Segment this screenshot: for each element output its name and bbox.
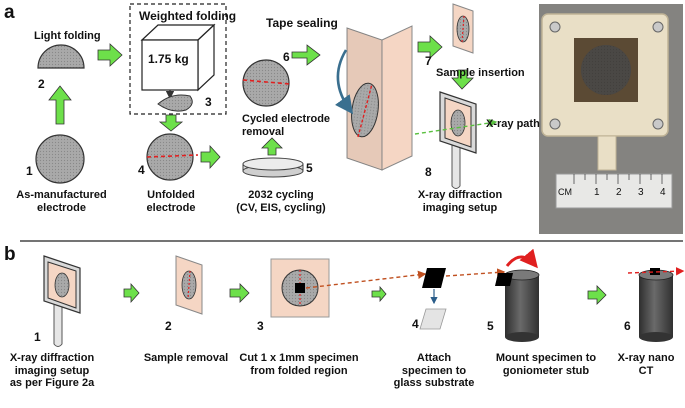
ruler-tick-4: 4 [660, 187, 666, 198]
light-folded-electrode [37, 44, 85, 69]
step-7-number: 7 [425, 54, 432, 68]
b-step-1-number: 1 [34, 330, 41, 344]
fold-line [242, 79, 291, 85]
panel-label-a: a [4, 2, 15, 23]
green-arrow-up [261, 137, 283, 156]
green-arrow-right [417, 35, 443, 59]
xrd-setup-holder [43, 255, 81, 347]
b-step-2-number: 2 [165, 319, 172, 333]
coin-cell-2032 [242, 157, 304, 178]
glass-substrate [419, 308, 447, 330]
sample-insertion-label: Sample insertion [436, 67, 525, 79]
step-4-number: 4 [138, 163, 145, 177]
step-1-number: 1 [26, 164, 33, 178]
green-arrow-right [200, 144, 221, 170]
folded-electrode-wedge [157, 94, 193, 112]
nano-ct-stub [638, 268, 674, 342]
cycled-electrode [242, 59, 290, 107]
ruler-unit: CM [558, 187, 572, 197]
specimen-transfer-path [445, 268, 506, 277]
ruler-tick-1: 1 [594, 187, 600, 198]
fold-arrow [334, 49, 354, 115]
specimen-transfer-path [305, 270, 427, 289]
step-5-caption: 2032 cycling(CV, EIS, cycling) [236, 189, 326, 214]
specimen-square [422, 268, 446, 288]
step-8-number: 8 [425, 165, 432, 179]
green-arrow-right [229, 283, 250, 303]
goniometer-stub [495, 248, 540, 342]
as-manufactured-electrode [35, 134, 85, 184]
green-arrow-right [123, 282, 140, 304]
xray-beam [627, 267, 685, 276]
b-step-6-number: 6 [624, 319, 631, 333]
b-step-2-caption: Sample removal [143, 352, 229, 364]
xray-path-label: X-ray path [486, 118, 540, 130]
b-step-3-number: 3 [257, 319, 264, 333]
green-arrow-down [158, 114, 184, 132]
removed-sample-sheet [175, 255, 203, 315]
weighted-folding-title: Weighted folding [139, 9, 237, 23]
green-arrow-right [371, 285, 387, 303]
b-step-4-number: 4 [412, 317, 419, 331]
xrd-sample-holder [439, 91, 477, 189]
step-2-number: 2 [38, 77, 45, 91]
fold-line [146, 154, 199, 158]
unfolded-electrode [146, 133, 194, 181]
green-arrow-right [587, 285, 607, 305]
tape-sealing-title: Tape sealing [266, 16, 338, 30]
green-arrow-down [451, 69, 474, 90]
weighted-folding-box [129, 3, 227, 115]
light-folding-title: Light folding [34, 30, 101, 42]
step-5-number: 5 [306, 161, 313, 175]
panel-label-b: b [4, 244, 16, 265]
green-arrow-right [291, 44, 321, 66]
b-step-5-number: 5 [487, 319, 494, 333]
sealed-sample-sheet [452, 3, 474, 54]
weight-label: 1.75 kg [148, 52, 189, 66]
ruler-tick-2: 2 [616, 187, 622, 198]
tape-sealed-electrode [346, 25, 413, 171]
weight-cube [140, 23, 216, 92]
ruler-tick-3: 3 [638, 187, 644, 198]
green-arrow-right [97, 43, 123, 67]
green-arrow-up [48, 85, 72, 125]
step-6-number: 6 [283, 50, 290, 64]
step-3-number: 3 [205, 95, 212, 109]
specimen-cut-region [270, 258, 330, 318]
holder-photograph [539, 4, 683, 234]
